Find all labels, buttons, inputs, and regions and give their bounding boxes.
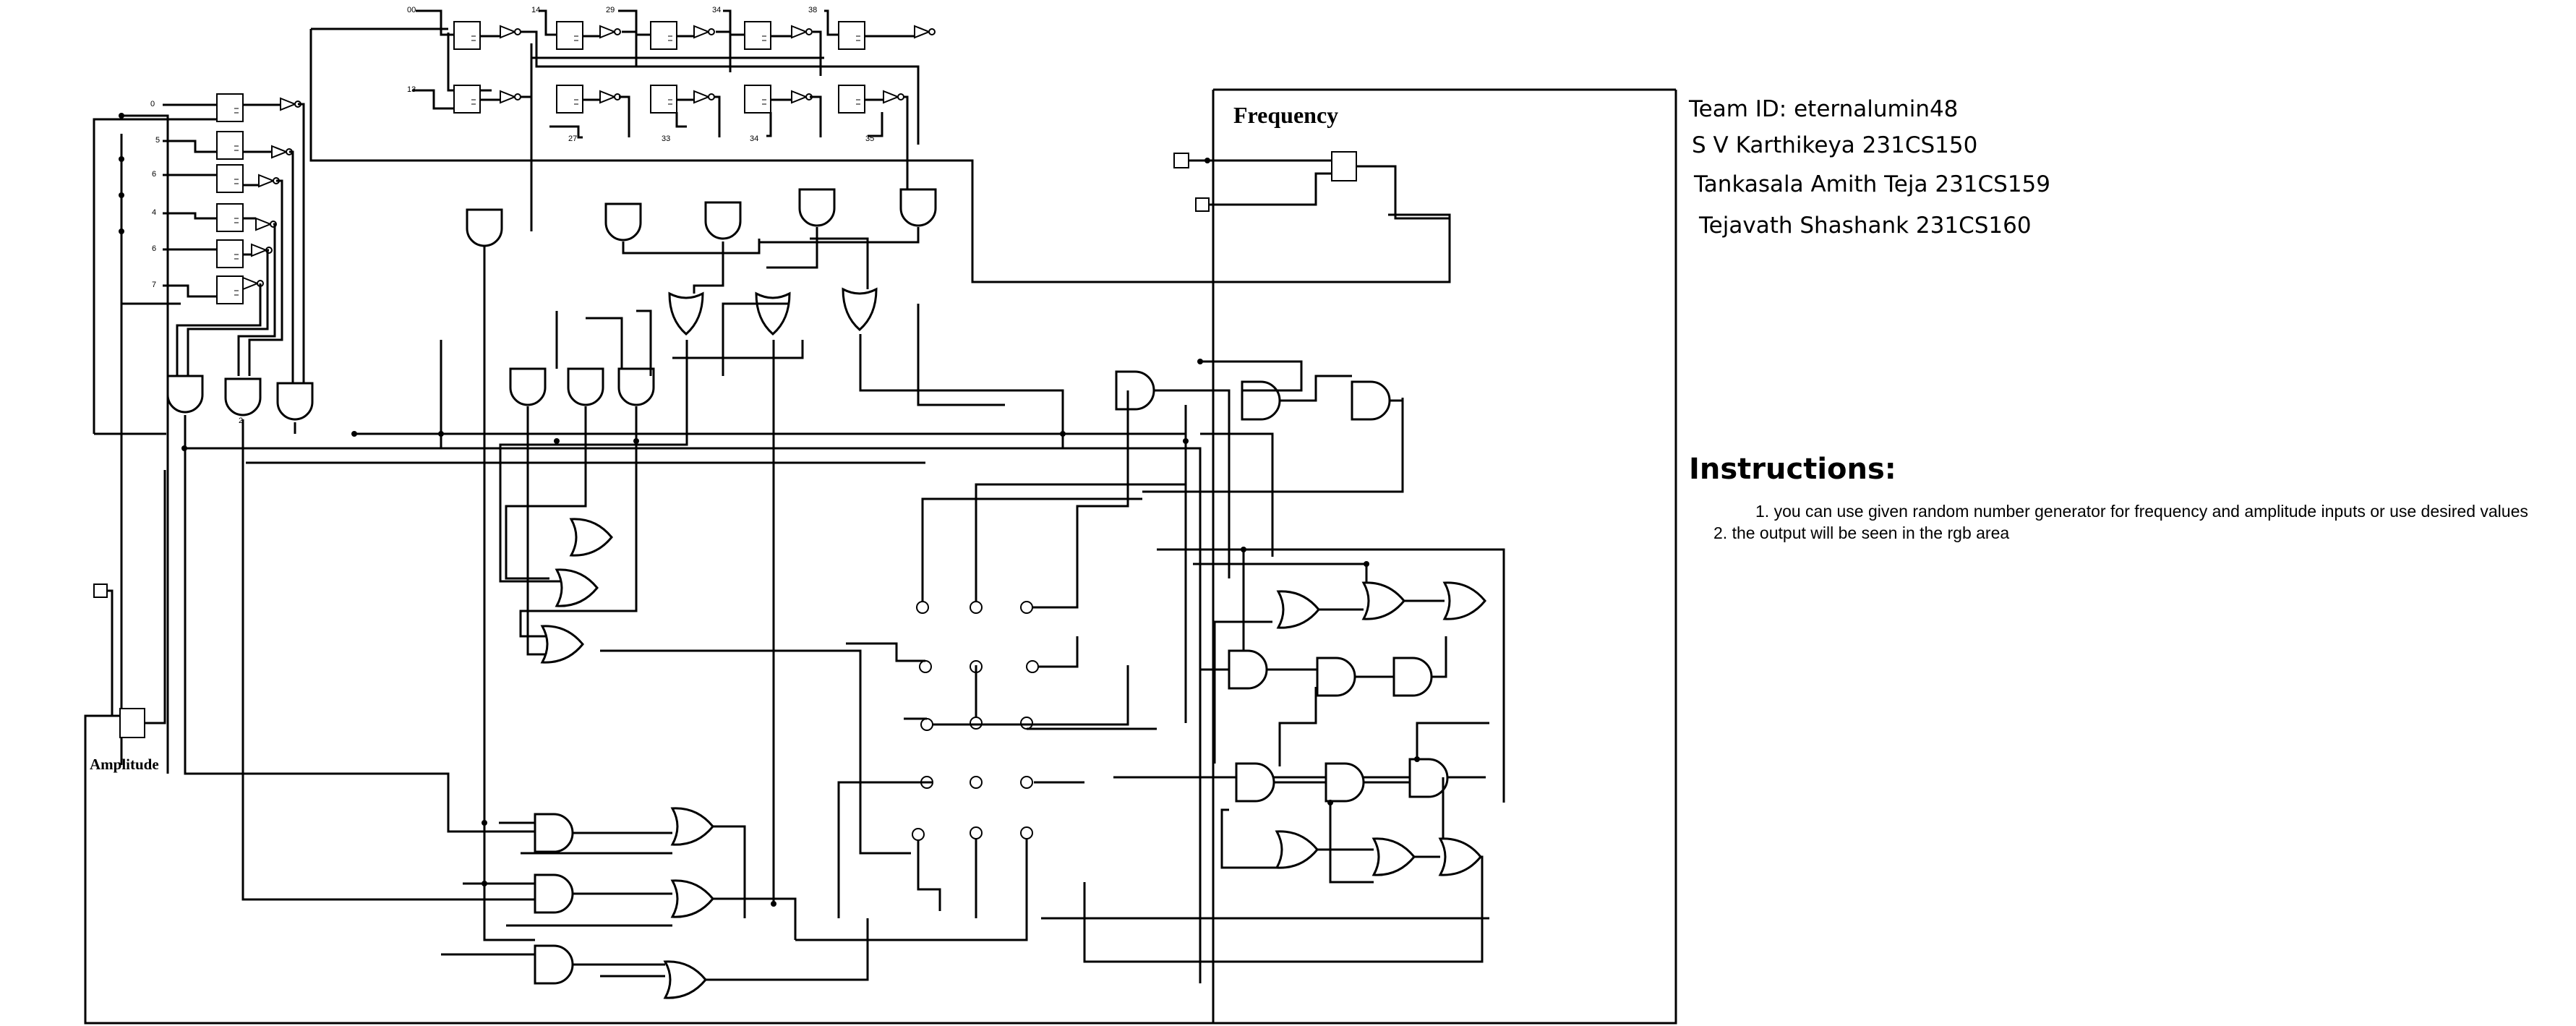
svg-text:27: 27 bbox=[568, 134, 577, 143]
svg-text:7: 7 bbox=[152, 281, 156, 289]
team-id-text: Team ID: eternalumin48 bbox=[1689, 96, 1959, 122]
svg-text:13: 13 bbox=[407, 85, 416, 94]
svg-text:34: 34 bbox=[712, 6, 721, 14]
left-pin-labels: 0 5 6 4 6 7 2 bbox=[150, 100, 243, 425]
bus-wires bbox=[84, 27, 1677, 1025]
junction-dots bbox=[119, 113, 1420, 907]
constant-input-icon bbox=[1195, 197, 1210, 212]
bottom-wires bbox=[441, 649, 911, 981]
clock-input-icon bbox=[1173, 153, 1189, 168]
svg-text:33: 33 bbox=[662, 134, 670, 143]
team-member-1: S V Karthikeya 231CS150 bbox=[1692, 132, 1978, 158]
svg-text:2: 2 bbox=[239, 416, 243, 425]
counter-register-icon bbox=[1331, 151, 1357, 181]
frequency-label: Frequency bbox=[1233, 102, 1338, 128]
right-wires bbox=[1083, 360, 1505, 963]
rgb-output-pins bbox=[795, 390, 1186, 941]
top-registers bbox=[412, 9, 936, 231]
frequency-block: Frequency bbox=[1173, 102, 1451, 282]
left-registers bbox=[120, 93, 305, 401]
team-member-2: Tankasala Amith Teja 231CS159 bbox=[1694, 171, 2051, 197]
svg-text:38: 38 bbox=[808, 6, 817, 14]
svg-text:0: 0 bbox=[150, 100, 155, 108]
svg-text:35: 35 bbox=[865, 134, 874, 143]
svg-text:29: 29 bbox=[606, 6, 615, 14]
svg-text:34: 34 bbox=[750, 134, 758, 143]
amplitude-register-icon bbox=[119, 708, 145, 738]
team-member-3: Tejavath Shashank 231CS160 bbox=[1699, 213, 2032, 239]
svg-text:14: 14 bbox=[531, 6, 540, 14]
svg-text:6: 6 bbox=[152, 244, 156, 253]
svg-text:6: 6 bbox=[152, 170, 156, 179]
middle-wires bbox=[184, 227, 1064, 941]
amplitude-block: Amplitude bbox=[90, 470, 166, 773]
top-pin-labels: 00 14 29 34 38 13 27 33 34 35 bbox=[407, 6, 874, 143]
or-gates-right bbox=[541, 518, 1486, 999]
amplitude-label: Amplitude bbox=[90, 756, 159, 773]
svg-text:00: 00 bbox=[407, 6, 416, 14]
instructions-heading: Instructions: bbox=[1689, 453, 1896, 486]
svg-text:5: 5 bbox=[155, 136, 160, 145]
svg-text:4: 4 bbox=[152, 208, 156, 217]
amplitude-input-icon bbox=[93, 583, 108, 598]
or-gates-down bbox=[668, 288, 878, 335]
instruction-item-2: 2. the output will be seen in the rgb ar… bbox=[1713, 523, 2010, 542]
instruction-item-1: 1. you can use given random number gener… bbox=[1755, 502, 2528, 521]
